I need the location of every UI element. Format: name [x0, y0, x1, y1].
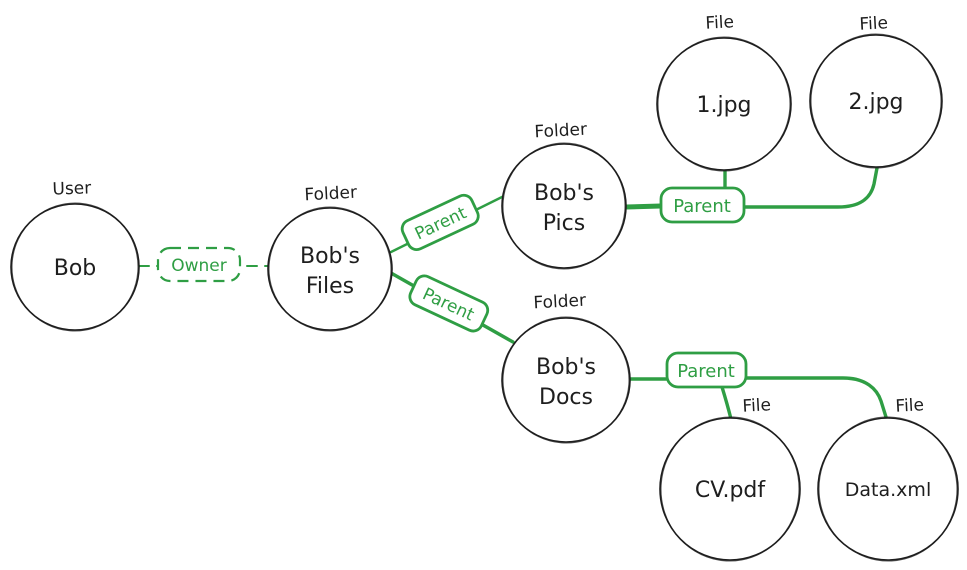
node-type-label: File: [705, 12, 734, 33]
node-label: CV.pdf: [695, 478, 766, 503]
edge-parent-files-docs: Parent: [389, 271, 515, 344]
edge-owner: Owner: [138, 246, 269, 283]
node-bobs-pics: Folder Bob's Pics: [501, 120, 627, 270]
node-circle-sketch: [818, 416, 958, 562]
edge-parent-files-pics: Parent: [389, 193, 506, 254]
parent-edge-label-box: [665, 351, 748, 389]
owner-edge-label-box: [156, 246, 242, 283]
edge-parent-pics-children: Parent: [623, 164, 879, 224]
node-file-1jpg: File 1.jpg: [656, 12, 792, 172]
parent-edge-label: Parent: [673, 196, 731, 217]
parent-edge-label-box: [659, 186, 746, 224]
node-circle: [267, 207, 393, 331]
node-type-label: File: [859, 13, 888, 34]
node-type-label: Folder: [533, 291, 587, 314]
node-file-2jpg: File 2.jpg: [809, 13, 943, 169]
node-circle: [817, 417, 959, 561]
parent-edge-branch-cvpdf: [720, 385, 733, 421]
node-circle: [10, 203, 140, 331]
node-circle-sketch: [810, 33, 942, 169]
node-circle-sketch: [660, 416, 800, 562]
node-label-line2: Docs: [539, 385, 593, 410]
node-label: Data.xml: [845, 479, 931, 501]
node-type-label: Folder: [304, 183, 358, 206]
parent-edge-branch-dataxml: [744, 376, 888, 419]
node-circle: [659, 417, 801, 561]
parent-edge-label: Parent: [677, 361, 735, 382]
node-bobs-docs: Folder Bob's Docs: [501, 291, 631, 444]
node-label: 2.jpg: [848, 90, 903, 115]
node-label-line1: Bob's: [300, 244, 360, 269]
node-label-line1: Bob's: [536, 355, 596, 380]
node-type-label: File: [742, 395, 771, 416]
node-label-line2: Pics: [543, 211, 585, 236]
node-type-label: User: [52, 178, 91, 199]
node-type-label: File: [895, 395, 924, 416]
owner-edge-label: Owner: [171, 256, 227, 276]
parent-edge-label-box: [408, 274, 490, 333]
node-cv-pdf: File CV.pdf: [659, 395, 801, 562]
node-label-line1: Bob's: [534, 181, 594, 206]
node-label: 1.jpg: [696, 93, 751, 118]
node-bob: User Bob: [10, 178, 140, 332]
node-circle: [501, 143, 627, 269]
node-circle-sketch: [11, 202, 139, 332]
parent-edge-label-box: [400, 193, 480, 252]
parent-edge-branch-2jpg: [742, 166, 879, 209]
node-circle-sketch: [502, 316, 630, 444]
node-bobs-files: Folder Bob's Files: [267, 183, 393, 332]
node-data-xml: File Data.xml: [817, 395, 959, 562]
node-type-label: Folder: [534, 120, 588, 143]
node-label: Bob: [54, 256, 97, 281]
edge-parent-docs-children: Parent: [628, 351, 888, 421]
node-circle-sketch: [657, 36, 791, 172]
node-circle-sketch: [268, 206, 392, 332]
node-circle: [809, 34, 943, 168]
node-circle: [656, 37, 792, 171]
node-circle: [501, 317, 631, 443]
node-circle-sketch: [502, 142, 626, 270]
parent-edge-line: [623, 203, 664, 210]
node-label-line2: Files: [306, 274, 354, 299]
